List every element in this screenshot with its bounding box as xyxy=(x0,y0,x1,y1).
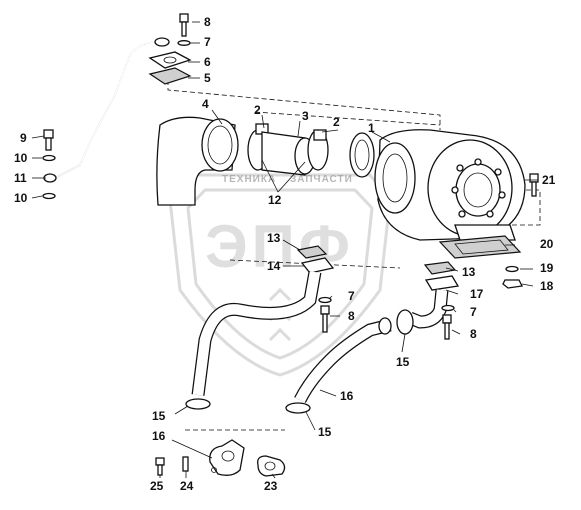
watermark-sub-right: ЗАПЧАСТИ xyxy=(290,174,353,185)
leader-lines xyxy=(31,21,538,479)
callout-22: 21 xyxy=(542,173,556,187)
callout-10-top: 10 xyxy=(14,151,28,165)
callout-14: 14 xyxy=(267,259,281,273)
bolt-9 xyxy=(43,129,54,151)
callout-24: 24 xyxy=(180,479,194,493)
assembly-line-top xyxy=(167,80,441,130)
callout-10-bottom: 10 xyxy=(14,191,28,205)
washer-7-right xyxy=(441,304,455,312)
callout-7-top: 7 xyxy=(204,35,211,49)
oil-drain-pipe-14 xyxy=(191,270,322,396)
callout-7-center: 7 xyxy=(348,289,355,303)
callout-15-mid: 15 xyxy=(396,355,410,369)
callout-20: 19 xyxy=(540,261,554,275)
washer-10a xyxy=(42,154,56,162)
callout-8-right: 8 xyxy=(470,327,477,341)
turbocharger-1 xyxy=(374,129,526,241)
clamp-ring-15-left xyxy=(185,398,211,410)
pin-24 xyxy=(182,456,189,472)
elbow-4 xyxy=(156,116,239,206)
assembly-line-right xyxy=(505,189,541,226)
watermark-sub-left: ТЕХНИКА xyxy=(222,174,277,185)
bolt-25 xyxy=(155,457,165,476)
washer-20 xyxy=(505,265,519,273)
washer-10b xyxy=(42,192,56,200)
bolt-8-right xyxy=(442,314,452,340)
callout-8-top: 8 xyxy=(204,15,211,29)
callout-16-label: 16 xyxy=(152,429,166,443)
callout-17: 16 xyxy=(340,389,354,403)
oil-feed-pipe xyxy=(43,37,170,183)
flange-14 xyxy=(300,257,335,274)
inlet-ring xyxy=(349,132,375,178)
callout-7-right: 7 xyxy=(470,305,477,319)
callout-8-center: 8 xyxy=(348,309,355,323)
flange-6 xyxy=(148,51,192,69)
callout-3: 3 xyxy=(302,109,309,123)
hose-3 xyxy=(261,131,316,176)
callout-9: 9 xyxy=(20,131,27,145)
callout-2-left: 2 xyxy=(254,103,261,117)
bolt-8-top xyxy=(179,13,189,37)
nut-19 xyxy=(502,279,523,289)
callout-13-left: 13 xyxy=(267,231,281,245)
oil-drain-pipe-17 xyxy=(294,317,392,404)
gasket-5 xyxy=(148,67,192,85)
callout-5: 5 xyxy=(204,71,211,85)
clamp-ring-15-right xyxy=(285,402,311,414)
flange-16 xyxy=(209,439,245,476)
assembly-line-mid xyxy=(254,111,441,126)
callout-11: 11 xyxy=(14,171,27,185)
gasket-23 xyxy=(257,455,286,477)
callout-6: 6 xyxy=(204,55,211,69)
callout-15-left: 15 xyxy=(152,409,166,423)
callout-2-right: 2 xyxy=(333,115,340,129)
washer-7-center xyxy=(318,296,332,304)
bolt-8-center xyxy=(320,305,330,333)
gasket-21 xyxy=(438,235,522,259)
gasket-13-left xyxy=(296,245,328,259)
callout-18: 17 xyxy=(470,287,484,301)
callout-25: 25 xyxy=(150,479,164,493)
callout-12: 12 xyxy=(268,193,282,207)
callout-4: 4 xyxy=(202,97,209,111)
washer-7-top xyxy=(177,40,191,46)
callout-19: 18 xyxy=(540,279,554,293)
callout-21: 20 xyxy=(540,237,554,251)
callout-13-right: 13 xyxy=(462,265,476,279)
callout-1: 1 xyxy=(368,121,375,135)
clamp-ring-15-mid xyxy=(396,309,414,335)
assembly-line-center xyxy=(229,259,401,269)
pipe-18 xyxy=(407,275,460,329)
bolt-22 xyxy=(529,173,539,197)
clamp-2-right xyxy=(307,129,329,171)
callout-23: 23 xyxy=(264,479,278,493)
callout-15-right: 15 xyxy=(318,425,332,439)
gasket-13-right xyxy=(423,261,457,275)
